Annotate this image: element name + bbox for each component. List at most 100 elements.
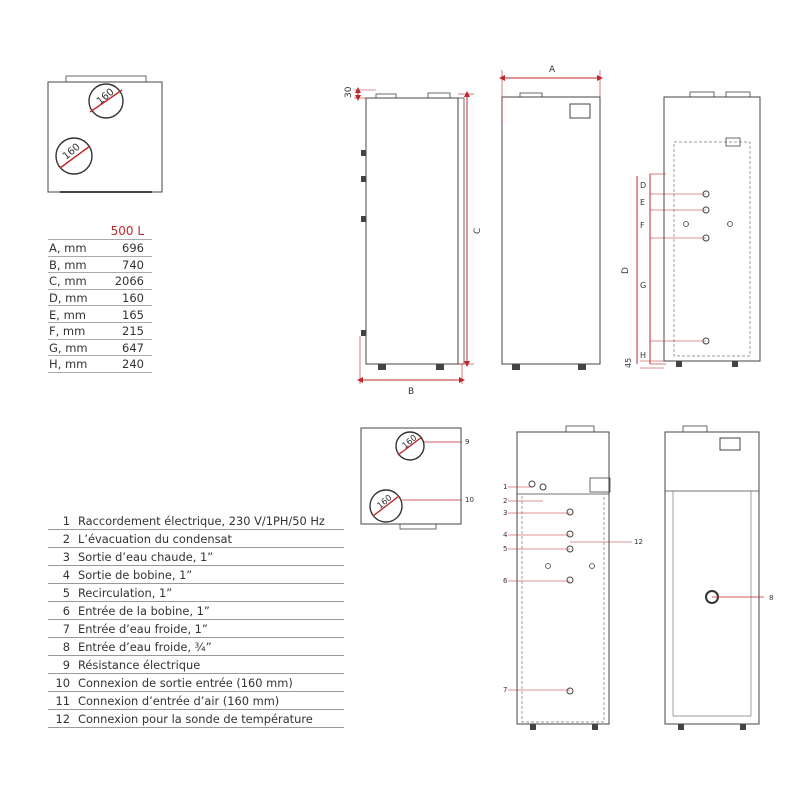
rear-view-connections: 1 2 3 4 5 6 7 12: [503, 425, 643, 730]
legend-text: Raccordement électrique, 230 V/1PH/50 Hz: [78, 512, 344, 530]
dim-label-45: 45: [624, 358, 633, 368]
dim-label-a: A: [549, 65, 556, 75]
dim-label-e: E: [640, 198, 645, 207]
legend-text: Résistance électrique: [78, 655, 344, 674]
dimension-value: 215: [98, 322, 152, 340]
callout-8: 8: [769, 594, 773, 602]
callout-3: 3: [503, 509, 507, 517]
legend-number: 8: [48, 637, 78, 656]
callout-2: 2: [503, 497, 507, 505]
legend-text: Recirculation, 1”: [78, 583, 344, 602]
rear-view-dimensions: D E F G H D 45: [621, 91, 761, 369]
dimension-name: F, mm: [48, 322, 99, 340]
dim-label-g: G: [640, 281, 646, 290]
dim-label-30: 30: [344, 86, 354, 98]
dim-label-d: D: [621, 267, 631, 274]
legend-number: 9: [48, 655, 78, 674]
legend-text: Entrée de la bobine, 1”: [78, 601, 344, 620]
dimension-value: 165: [98, 305, 152, 323]
legend-text: Sortie d’eau chaude, 1”: [78, 547, 344, 566]
top-view-upper: 160 160: [47, 75, 163, 193]
capacity-header: 500 L: [110, 224, 144, 238]
legend-number: 2: [48, 529, 78, 548]
legend-number: 4: [48, 565, 78, 584]
dimension-name: C, mm: [48, 272, 99, 290]
legend-text: Connexion pour la sonde de température: [78, 709, 344, 728]
callout-6: 6: [503, 577, 508, 585]
dim-label-h: H: [640, 351, 646, 360]
side-view: 30 C B: [344, 86, 483, 397]
legend-number: 12: [48, 709, 78, 728]
callout-12: 12: [634, 538, 643, 546]
front-view: A: [499, 65, 603, 370]
callout-7: 7: [503, 686, 507, 694]
legend-number: 7: [48, 619, 78, 638]
callout-10: 10: [465, 496, 474, 504]
dim-label-c: C: [473, 228, 483, 234]
callout-4: 4: [503, 531, 508, 539]
legend-number: 11: [48, 691, 78, 710]
dimension-name: E, mm: [48, 305, 99, 323]
legend-text: Connexion d’entrée d’air (160 mm): [78, 691, 344, 710]
dimension-name: A, mm: [48, 239, 99, 257]
dim-label-d-seg: D: [640, 181, 646, 190]
dimension-value: 160: [98, 289, 152, 307]
air-port-lower-left: 160: [369, 489, 403, 523]
port-diameter-label: 160: [376, 493, 395, 511]
top-view-lower: 160 160 9 10: [360, 427, 474, 530]
air-port-upper-left: 160: [55, 137, 93, 175]
dimension-name: D, mm: [48, 289, 99, 307]
legend-number: 1: [48, 512, 78, 530]
legend-number: 6: [48, 601, 78, 620]
dimension-value: 740: [98, 256, 152, 274]
dimension-value: 240: [98, 355, 152, 373]
legend-number: 10: [48, 673, 78, 692]
front-view-connections: 8: [664, 425, 773, 730]
air-port-lower-top: 160: [395, 431, 425, 461]
dimension-name: B, mm: [48, 256, 99, 274]
dimension-value: 2066: [98, 272, 152, 290]
callout-9: 9: [465, 438, 469, 446]
legend-text: L’évacuation du condensat: [78, 529, 344, 548]
legend-number: 5: [48, 583, 78, 602]
dimension-name: G, mm: [48, 339, 99, 357]
legend-text: Entrée d’eau froide, 1”: [78, 619, 344, 638]
callout-1: 1: [503, 483, 507, 491]
legend-text: Entrée d’eau froide, ¾”: [78, 637, 344, 656]
dim-label-f: F: [640, 221, 645, 230]
callout-5: 5: [503, 545, 507, 553]
air-port-upper-top: 160: [88, 83, 124, 119]
dim-label-b: B: [408, 387, 414, 397]
port-diameter-label: 160: [401, 433, 420, 451]
legend-text: Connexion de sortie entrée (160 mm): [78, 673, 344, 692]
legend-number: 3: [48, 547, 78, 566]
port-diameter-label: 160: [95, 87, 117, 108]
dimension-name: H, mm: [48, 355, 99, 373]
legend-text: Sortie de bobine, 1”: [78, 565, 344, 584]
dimension-value: 696: [98, 239, 152, 257]
dimension-value: 647: [98, 339, 152, 357]
